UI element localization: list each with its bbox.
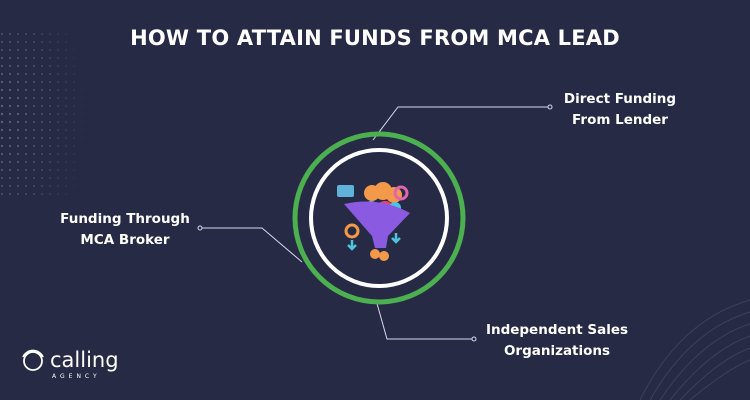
connector-lines xyxy=(197,104,553,342)
page-title: HOW TO ATTAIN FUNDS FROM MCA LEAD xyxy=(130,26,620,50)
branch-label-line2: From Lender xyxy=(572,112,668,128)
wave-lines-decoration xyxy=(639,299,750,400)
branch-label-line2: MCA Broker xyxy=(80,232,170,248)
connector-top xyxy=(372,106,548,141)
branch-label-line1: Funding Through xyxy=(60,211,190,227)
funnel-icon xyxy=(337,182,410,261)
branch-label-line1: Direct Funding xyxy=(563,91,677,107)
branch-direct-funding: Direct Funding From Lender xyxy=(560,89,680,131)
connector-left xyxy=(202,227,303,263)
branch-label-line1: Independent Sales xyxy=(485,322,629,338)
svg-text:calling: calling xyxy=(50,348,119,372)
svg-text:AGENCY: AGENCY xyxy=(52,373,101,380)
dot-pattern-decoration xyxy=(0,30,90,200)
connector-bottom xyxy=(375,299,472,340)
outer-ring xyxy=(292,131,466,305)
branch-independent-sales: Independent Sales Organizations xyxy=(482,320,632,362)
branch-label-line2: Organizations xyxy=(503,343,611,359)
calling-agency-logo: calling AGENCY xyxy=(22,348,119,380)
branch-mca-broker: Funding Through MCA Broker xyxy=(60,209,190,251)
